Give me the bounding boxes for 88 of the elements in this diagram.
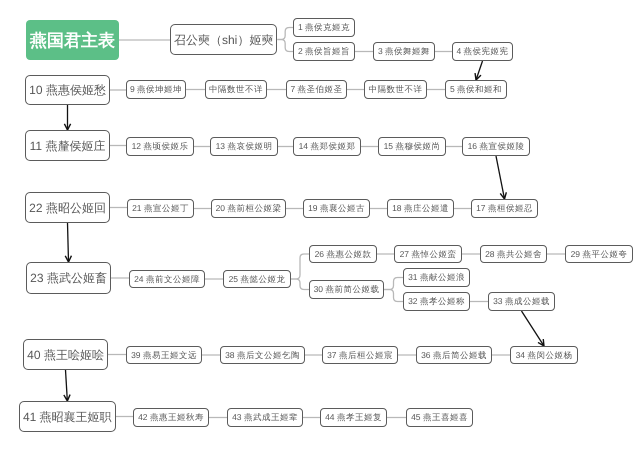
ruler-box: 10 燕惠侯姬愁 (25, 75, 110, 105)
connector-line (470, 300, 488, 302)
connector-line (384, 288, 403, 302)
connector-line (435, 50, 452, 52)
ruler-box: 13 燕哀侯姬明 (210, 137, 278, 156)
ruler-box: 2 燕侯旨姬旨 (293, 42, 355, 61)
ruler-box: 40 燕王哙姬哙 (23, 339, 108, 370)
connector-line (462, 253, 480, 255)
arrow (474, 60, 484, 81)
ruler-box: 24 燕前文公姬障 (129, 270, 205, 288)
connector-line (387, 416, 406, 418)
ruler-box: 中隔数世不详 (364, 80, 427, 99)
ruler-box: 25 燕懿公姬龙 (223, 270, 291, 288)
connector-line (194, 146, 210, 148)
ruler-box: 41 燕昭襄王姬职 (19, 401, 116, 432)
arrow (64, 105, 72, 131)
ruler-box: 12 燕顷侯姬乐 (126, 137, 194, 156)
connector-line (110, 206, 127, 208)
connector-line (110, 144, 126, 146)
ruler-box: 22 燕昭公姬回 (25, 192, 110, 223)
ruler-box: 11 燕釐侯姬庄 (25, 130, 110, 161)
connector-line (119, 39, 170, 41)
connector-line (492, 354, 510, 356)
ruler-box: 中隔数世不详 (205, 80, 267, 99)
ruler-box: 9 燕侯坤姬坤 (126, 80, 186, 99)
ruler-box: 36 燕后简公姬载 (416, 346, 492, 364)
ruler-box: 17 燕桓侯姬忍 (471, 199, 538, 218)
connector-line (361, 146, 378, 148)
connector-line (267, 88, 286, 90)
ruler-box: 34 燕闵公姬杨 (510, 346, 578, 364)
ruler-box: 18 燕庄公姬遣 (387, 199, 454, 218)
ruler-box: 19 燕襄公姬古 (303, 199, 370, 218)
ruler-box: 14 燕郑侯姬郑 (293, 137, 361, 156)
connector-line (205, 278, 223, 280)
ruler-box: 3 燕侯舞姬舞 (373, 42, 435, 61)
connector-line (108, 354, 126, 356)
connector-line (547, 253, 565, 255)
arrow (64, 222, 72, 263)
connector-line (186, 88, 205, 90)
ruler-box: 1 燕侯克姬克 (293, 18, 355, 37)
ruler-box: 38 燕后文公姬乞陶 (220, 346, 305, 364)
connector-line (209, 416, 227, 418)
arrow (63, 370, 71, 402)
connector-line (202, 354, 220, 356)
ruler-box: 44 燕孝王姬复 (320, 408, 387, 427)
ruler-box: 43 燕武成王姬辈 (227, 408, 303, 427)
ruler-box: 23 燕武公姬畜 (26, 262, 111, 294)
ruler-box: 31 燕献公姬浪 (403, 268, 470, 287)
connector-line (355, 50, 373, 52)
connector-line (291, 278, 309, 290)
ruler-box: 21 燕宣公姬丁 (127, 199, 194, 218)
connector-line (110, 89, 126, 91)
connector-line (303, 416, 320, 418)
ruler-box: 16 燕宣侯姬陵 (462, 137, 530, 156)
ruler-box: 42 燕惠王姬秋寿 (133, 408, 209, 427)
ruler-box: 30 燕前简公姬载 (309, 280, 384, 299)
ruler-box: 26 燕惠公姬款 (309, 245, 377, 263)
ruler-box: 32 燕孝公姬称 (403, 292, 470, 311)
connector-line (194, 208, 211, 210)
connector-line (305, 354, 322, 356)
ruler-box: 5 燕侯和姬和 (445, 80, 507, 99)
ruler-box: 15 燕穆侯姬尚 (378, 137, 446, 156)
ruler-box: 33 燕成公姬载 (488, 292, 555, 311)
connector-line (427, 88, 445, 90)
connector-line (446, 146, 462, 148)
ruler-box: 29 燕平公姬夸 (565, 245, 633, 263)
connector-line (347, 88, 364, 90)
connector-line (398, 354, 416, 356)
ruler-box: 4 燕侯宪姬宪 (452, 42, 513, 61)
arrow (495, 156, 508, 200)
connector-line (111, 277, 129, 279)
ruler-box: 召公奭（shi）姬奭 (170, 24, 278, 55)
connector-line (116, 416, 133, 418)
connector-line (277, 38, 293, 52)
connector-line (370, 208, 387, 210)
ruler-box: 20 燕前桓公姬梁 (211, 199, 286, 218)
connector-line (278, 146, 293, 148)
ruler-box: 45 燕王喜姬喜 (406, 408, 473, 427)
ruler-box: 39 燕易王姬文远 (126, 346, 202, 364)
connector-line (286, 208, 303, 210)
ruler-box: 27 燕悼公姬蛮 (394, 245, 462, 263)
connector-line (377, 253, 394, 255)
arrow (520, 310, 545, 347)
ruler-box: 28 燕共公姬舍 (480, 245, 547, 263)
title-box: 燕国君主表 (26, 20, 119, 60)
ruler-box: 37 燕后桓公姬宸 (322, 346, 398, 364)
ruler-box: 7 燕圣伯姬圣 (286, 80, 347, 99)
connector-line (454, 208, 471, 210)
